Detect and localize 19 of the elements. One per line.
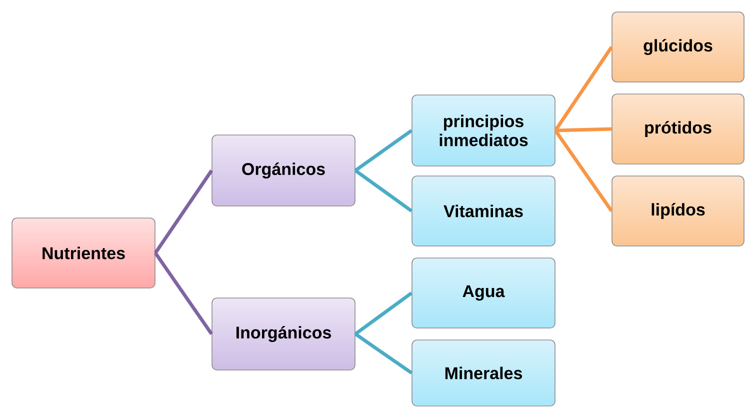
- connector-line: [354, 292, 413, 336]
- concept-box: glúcidos: [612, 12, 744, 82]
- concept-box: lipídos: [612, 176, 744, 246]
- concept-box: Nutrientes: [12, 218, 156, 288]
- connector-line: [154, 170, 214, 254]
- connector-line: [554, 46, 614, 132]
- concept-box: prótidos: [612, 94, 744, 164]
- connector-line: [554, 130, 614, 212]
- connector-line: [555, 127, 612, 132]
- connector-line: [354, 129, 413, 172]
- concept-box: principios inmediatos: [412, 94, 556, 166]
- concept-box: Vitaminas: [412, 176, 556, 246]
- concept-box: Orgánicos: [212, 134, 356, 206]
- connector-line: [154, 252, 214, 335]
- connector-line: [354, 169, 413, 212]
- connector-line: [354, 332, 413, 374]
- concept-box: Minerales: [412, 340, 556, 406]
- concept-box: Agua: [412, 258, 556, 328]
- concept-box: Inorgánicos: [212, 298, 356, 370]
